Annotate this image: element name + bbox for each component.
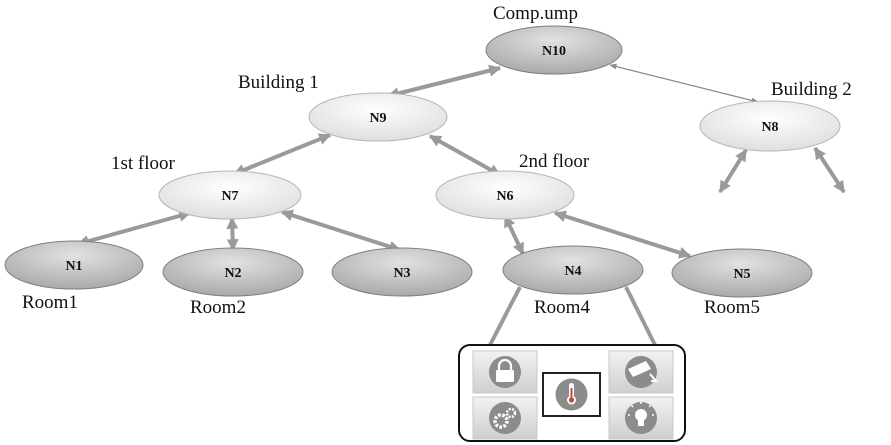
node-n1: N1 (4, 240, 144, 290)
label-building-2: Building 2 (771, 79, 852, 100)
node-n2: N2 (162, 247, 304, 297)
node-n9-label: N9 (369, 111, 386, 126)
edge-n6-n4 (503, 214, 525, 256)
node-n10: N10 (485, 25, 623, 75)
edge-n7-n3 (280, 209, 402, 253)
label-room5: Room5 (704, 297, 760, 318)
node-n4: N4 (502, 245, 644, 295)
label-room1: Room1 (22, 292, 78, 313)
thermometer-icon (542, 372, 601, 417)
edge-n7-n2 (226, 216, 239, 252)
edges (76, 63, 846, 346)
node-n6: N6 (435, 170, 575, 220)
edge-n9-n6 (428, 134, 502, 177)
edge-n4-box-left (488, 286, 522, 346)
node-n5-label: N5 (733, 267, 750, 282)
node-n3-label: N3 (393, 266, 410, 281)
node-n5: N5 (671, 248, 813, 298)
label-first-floor: 1st floor (111, 153, 176, 174)
node-n7: N7 (158, 170, 302, 220)
label-building-1: Building 1 (238, 72, 319, 93)
edge-n10-n9 (386, 64, 502, 100)
device-box (458, 344, 686, 442)
node-n10-label: N10 (542, 44, 566, 59)
edge-n9-n7 (232, 133, 332, 176)
node-n9: N9 (308, 92, 448, 142)
node-n8-label: N8 (761, 120, 778, 135)
light-bulb-icon (608, 396, 674, 440)
node-n3: N3 (331, 247, 473, 297)
node-n2-label: N2 (224, 266, 241, 281)
edge-n10-n8 (609, 63, 759, 104)
label-root: Comp.ump (493, 3, 578, 24)
edge-n8-down-left (718, 148, 748, 194)
label-room2: Room2 (190, 297, 246, 318)
edge-n7-n1 (76, 210, 192, 247)
edge-n4-box-right (624, 286, 657, 346)
label-room4: Room4 (534, 297, 590, 318)
node-n1-label: N1 (65, 259, 82, 274)
camera-icon (608, 350, 674, 394)
gear-icon (472, 396, 538, 440)
node-n6-label: N6 (496, 189, 513, 204)
lock-icon (472, 350, 538, 394)
node-n8: N8 (699, 100, 841, 152)
edge-n6-n5 (553, 210, 692, 259)
label-second-floor: 2nd floor (519, 151, 590, 172)
node-n4-label: N4 (564, 264, 581, 279)
edge-n8-down-right (813, 146, 846, 194)
node-n7-label: N7 (221, 189, 238, 204)
